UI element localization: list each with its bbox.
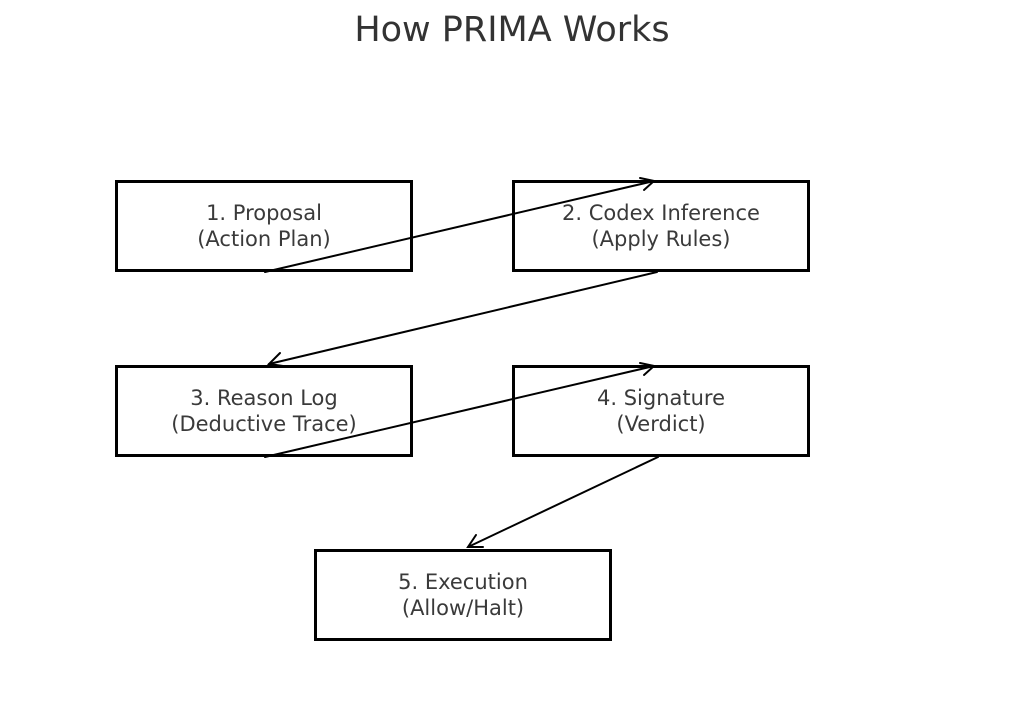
edge-signature-to-execution bbox=[466, 456, 659, 548]
node-reason-log-label: 3. Reason Log bbox=[190, 386, 338, 410]
node-reason-log: 3. Reason Log (Deductive Trace) bbox=[115, 365, 413, 457]
node-codex-inference-sublabel: (Apply Rules) bbox=[591, 227, 731, 251]
node-execution: 5. Execution (Allow/Halt) bbox=[314, 549, 612, 641]
node-reason-log-sublabel: (Deductive Trace) bbox=[171, 412, 357, 436]
node-codex-inference: 2. Codex Inference (Apply Rules) bbox=[512, 180, 810, 272]
node-proposal: 1. Proposal (Action Plan) bbox=[115, 180, 413, 272]
node-proposal-sublabel: (Action Plan) bbox=[197, 227, 331, 251]
edge-line bbox=[268, 271, 658, 365]
diagram-title: How PRIMA Works bbox=[354, 10, 670, 50]
node-proposal-label: 1. Proposal bbox=[206, 201, 322, 225]
node-codex-inference-label: 2. Codex Inference bbox=[562, 201, 760, 225]
node-execution-sublabel: (Allow/Halt) bbox=[401, 596, 525, 620]
arrowhead-icon bbox=[466, 534, 484, 548]
edge-codex-inference-to-reason-log bbox=[266, 271, 658, 367]
edge-line bbox=[467, 456, 659, 548]
node-signature: 4. Signature (Verdict) bbox=[512, 365, 810, 457]
node-signature-sublabel: (Verdict) bbox=[616, 412, 706, 436]
node-execution-label: 5. Execution bbox=[398, 570, 528, 594]
node-signature-label: 4. Signature bbox=[596, 386, 726, 410]
